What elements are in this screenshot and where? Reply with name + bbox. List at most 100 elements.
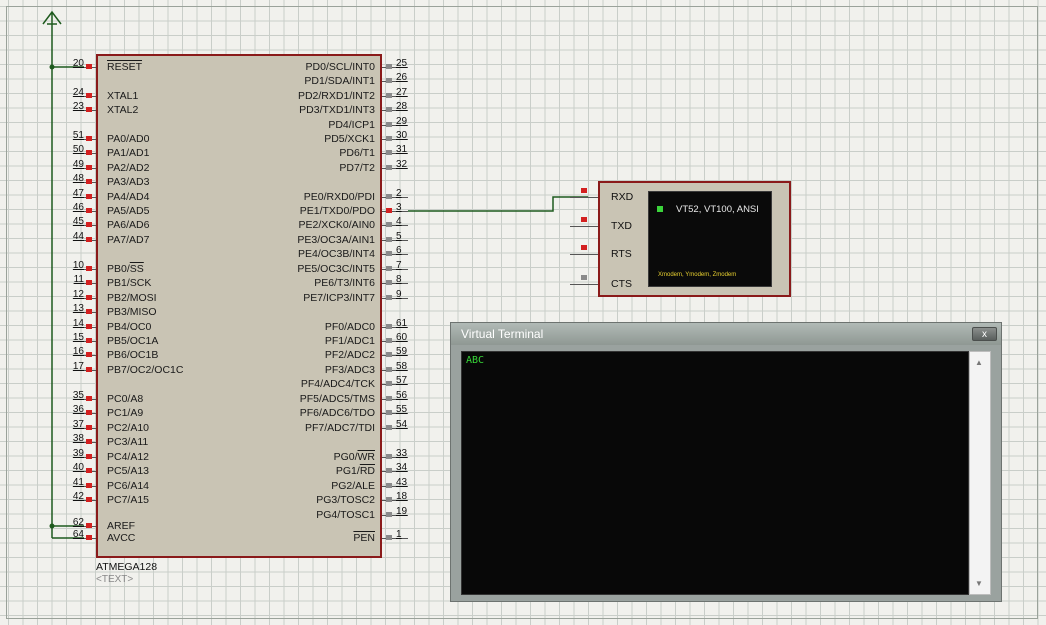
pin-state-marker[interactable] xyxy=(86,497,92,502)
pin-state-marker[interactable] xyxy=(386,237,392,242)
pin-state-marker[interactable] xyxy=(86,222,92,227)
pin-state-marker[interactable] xyxy=(386,107,392,112)
pin-number: 41 xyxy=(72,477,84,488)
pin-state-marker[interactable] xyxy=(386,396,392,401)
pin-state-marker[interactable] xyxy=(86,150,92,155)
pin-state-marker[interactable] xyxy=(386,381,392,386)
pin-state-marker[interactable] xyxy=(86,352,92,357)
scroll-down-icon[interactable]: ▼ xyxy=(975,579,983,588)
pin-state-marker[interactable] xyxy=(86,410,92,415)
pin-label: PC1/A9 xyxy=(107,407,144,419)
terminal-output[interactable]: ABC xyxy=(461,351,969,595)
vt-pin-marker[interactable] xyxy=(581,245,587,250)
pin-label: PC0/A8 xyxy=(107,393,144,405)
pin-state-marker[interactable] xyxy=(386,208,392,213)
vt-pin-marker[interactable] xyxy=(581,275,587,280)
pin-lead xyxy=(382,538,408,539)
pin-state-marker[interactable] xyxy=(386,122,392,127)
pin-state-marker[interactable] xyxy=(86,179,92,184)
pin-state-marker[interactable] xyxy=(86,309,92,314)
pin-state-marker[interactable] xyxy=(386,222,392,227)
pin-state-marker[interactable] xyxy=(86,483,92,488)
pin-state-marker[interactable] xyxy=(86,107,92,112)
pin-state-marker[interactable] xyxy=(86,295,92,300)
pin-number: 27 xyxy=(396,87,408,98)
pin-state-marker[interactable] xyxy=(386,251,392,256)
pin-label: PB1/SCK xyxy=(107,277,152,289)
atmega128-chip[interactable] xyxy=(96,54,382,558)
pin-state-marker[interactable] xyxy=(86,338,92,343)
pin-state-marker[interactable] xyxy=(86,396,92,401)
vt-component-screen xyxy=(648,191,772,287)
pin-state-marker[interactable] xyxy=(86,535,92,540)
pin-state-marker[interactable] xyxy=(86,194,92,199)
pin-state-marker[interactable] xyxy=(86,208,92,213)
pin-state-marker[interactable] xyxy=(386,338,392,343)
pin-state-marker[interactable] xyxy=(386,367,392,372)
pin-state-marker[interactable] xyxy=(86,468,92,473)
pin-state-marker[interactable] xyxy=(86,237,92,242)
pin-label: PA6/AD6 xyxy=(107,219,150,231)
pin-number: 54 xyxy=(396,419,408,430)
pin-state-marker[interactable] xyxy=(386,165,392,170)
pin-label: PG3/TOSC2 xyxy=(316,494,375,506)
close-button[interactable]: x xyxy=(972,327,997,341)
scroll-up-icon[interactable]: ▲ xyxy=(975,358,983,367)
pin-state-marker[interactable] xyxy=(386,78,392,83)
pin-state-marker[interactable] xyxy=(386,295,392,300)
pin-number: 17 xyxy=(72,361,84,372)
pin-number: 15 xyxy=(72,332,84,343)
window-titlebar[interactable]: Virtual Terminal x xyxy=(451,323,1001,345)
pin-state-marker[interactable] xyxy=(386,425,392,430)
pin-state-marker[interactable] xyxy=(386,410,392,415)
pin-label: PA3/AD3 xyxy=(107,176,150,188)
pin-state-marker[interactable] xyxy=(86,280,92,285)
pin-state-marker[interactable] xyxy=(386,150,392,155)
pin-label: PB2/MOSI xyxy=(107,292,157,304)
pin-label: PE6/T3/INT6 xyxy=(314,277,375,289)
pin-state-marker[interactable] xyxy=(86,165,92,170)
pin-state-marker[interactable] xyxy=(386,512,392,517)
pin-state-marker[interactable] xyxy=(86,439,92,444)
pin-label: PC3/A11 xyxy=(107,436,149,448)
pin-state-marker[interactable] xyxy=(386,468,392,473)
vt-pin-marker[interactable] xyxy=(581,188,587,193)
vt-pin-marker[interactable] xyxy=(581,217,587,222)
pin-state-marker[interactable] xyxy=(86,454,92,459)
pin-state-marker[interactable] xyxy=(386,93,392,98)
pin-state-marker[interactable] xyxy=(86,136,92,141)
pin-state-marker[interactable] xyxy=(86,324,92,329)
pin-number: 8 xyxy=(396,274,402,285)
junction-dot xyxy=(49,64,55,70)
pin-state-marker[interactable] xyxy=(86,64,92,69)
pin-state-marker[interactable] xyxy=(86,93,92,98)
pin-state-marker[interactable] xyxy=(386,136,392,141)
pin-state-marker[interactable] xyxy=(386,64,392,69)
pin-number: 33 xyxy=(396,448,408,459)
pin-state-marker[interactable] xyxy=(86,425,92,430)
pin-state-marker[interactable] xyxy=(86,367,92,372)
pin-number: 18 xyxy=(396,491,408,502)
pin-state-marker[interactable] xyxy=(86,266,92,271)
pin-number: 64 xyxy=(72,529,84,540)
pin-label: PA7/AD7 xyxy=(107,234,150,246)
pin-state-marker[interactable] xyxy=(386,266,392,271)
pin-lead xyxy=(382,110,408,111)
terminal-scrollbar[interactable]: ▲ ▼ xyxy=(969,351,991,595)
vt-pin-label: CTS xyxy=(611,278,632,290)
pin-state-marker[interactable] xyxy=(386,497,392,502)
pin-state-marker[interactable] xyxy=(86,523,92,528)
chip-text-placeholder: <TEXT> xyxy=(96,574,134,585)
pin-state-marker[interactable] xyxy=(386,194,392,199)
pin-number: 10 xyxy=(72,260,84,271)
pin-number: 39 xyxy=(72,448,84,459)
virtual-terminal-window[interactable]: Virtual Terminal x ABC ▲ ▼ xyxy=(450,322,1002,602)
pin-state-marker[interactable] xyxy=(386,324,392,329)
pin-state-marker[interactable] xyxy=(386,483,392,488)
pin-state-marker[interactable] xyxy=(386,352,392,357)
pin-state-marker[interactable] xyxy=(386,535,392,540)
pin-state-marker[interactable] xyxy=(386,454,392,459)
pin-label: PD1/SDA/INT1 xyxy=(304,75,375,87)
pin-lead xyxy=(382,327,408,328)
pin-state-marker[interactable] xyxy=(386,280,392,285)
